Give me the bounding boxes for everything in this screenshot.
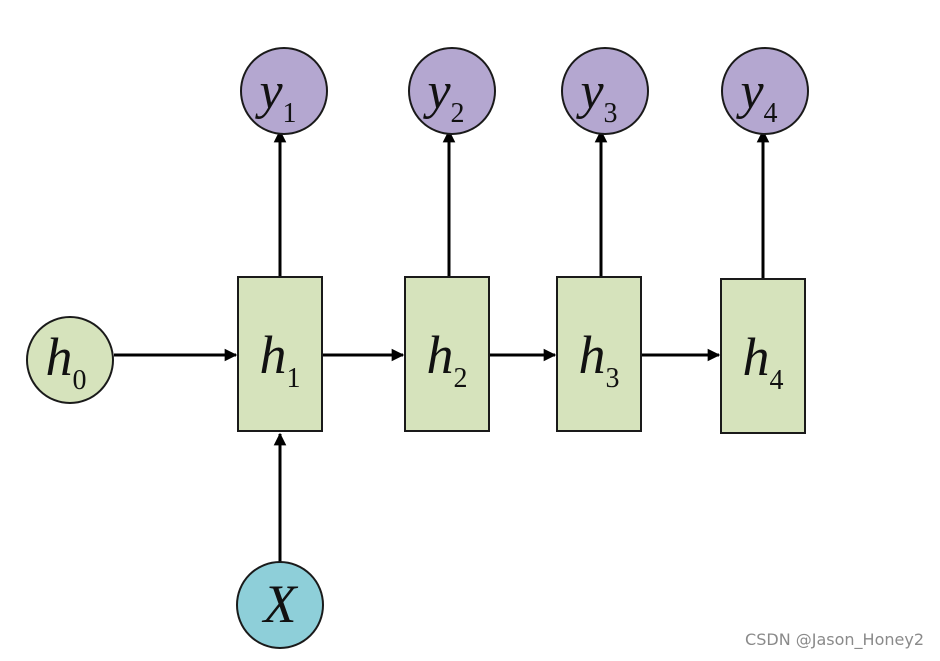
svg-text:h4: h4 (743, 327, 784, 396)
node-h2: h2 (404, 276, 490, 432)
node-y3: y3 (561, 47, 649, 135)
svg-text:h3: h3 (579, 325, 620, 394)
svg-text:X: X (262, 574, 299, 634)
svg-text:y2: y2 (422, 63, 464, 129)
node-h3-shape (556, 276, 642, 432)
node-x: X (236, 561, 324, 649)
svg-text:y1: y1 (254, 63, 296, 129)
node-y2-shape (408, 47, 496, 135)
svg-text:h1: h1 (260, 325, 301, 394)
node-h1: h1 (237, 276, 323, 432)
node-h0-subscript: 0 (73, 365, 87, 396)
node-h4-subscript: 4 (770, 365, 784, 396)
output-nodes: y1 y2 y3 y4 (240, 47, 809, 135)
svg-text:h2: h2 (427, 325, 468, 394)
watermark-text: CSDN @Jason_Honey2 (745, 630, 924, 649)
node-y1-shape (240, 47, 328, 135)
edges (114, 129, 770, 563)
node-y4-label: y (735, 63, 764, 120)
node-y3-subscript: 3 (604, 98, 618, 129)
node-y2-label: y (422, 63, 451, 120)
node-x-label: X (262, 574, 299, 634)
node-y1-label: y (254, 63, 283, 120)
node-h1-shape (237, 276, 323, 432)
node-y3-shape (561, 47, 649, 135)
node-y3-label: y (575, 63, 604, 120)
node-h3: h3 (556, 276, 642, 432)
node-h4-shape (720, 278, 806, 434)
node-y2-subscript: 2 (451, 98, 465, 129)
svg-text:y4: y4 (735, 63, 777, 129)
node-h0-shape (26, 316, 114, 404)
node-h1-subscript: 1 (287, 363, 301, 394)
node-h2-shape (404, 276, 490, 432)
node-h2-subscript: 2 (454, 363, 468, 394)
node-h2-label: h (427, 325, 454, 385)
node-y1: y1 (240, 47, 328, 135)
node-y4-subscript: 4 (764, 98, 778, 129)
node-h1-label: h (260, 325, 287, 385)
node-h4-label: h (743, 327, 770, 387)
node-h0: h0 (26, 316, 114, 404)
node-y4-shape (721, 47, 809, 135)
node-x-shape (236, 561, 324, 649)
hidden-cells: h1 h2 h3 h4 (237, 276, 806, 434)
node-y2: y2 (408, 47, 496, 135)
node-y1-subscript: 1 (283, 98, 297, 129)
node-h3-label: h (579, 325, 606, 385)
svg-text:y3: y3 (575, 63, 617, 129)
node-h4: h4 (720, 278, 806, 434)
node-y4: y4 (721, 47, 809, 135)
node-h3-subscript: 3 (606, 363, 620, 394)
node-h0-label: h (46, 327, 73, 387)
svg-text:h0: h0 (46, 327, 87, 396)
